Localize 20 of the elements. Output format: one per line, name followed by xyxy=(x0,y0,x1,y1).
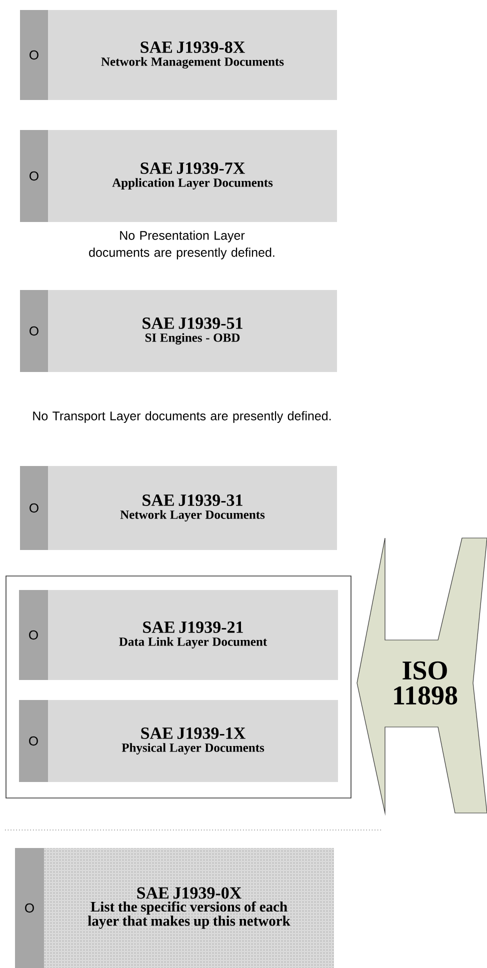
node-label: O xyxy=(30,50,38,60)
layer-box: O SAE J1939-1X Physical Layer Documents xyxy=(19,700,338,782)
node-label: O xyxy=(30,503,38,513)
note-text: No Transport Layer documents are presently defined. xyxy=(33,411,331,423)
layer-box xyxy=(44,848,334,968)
layer-box: O SAE J1939-8X Network Management Documents xyxy=(20,10,337,100)
node-label: O xyxy=(29,736,38,746)
layer-box: O SAE J1939-21 Data Link Layer Document xyxy=(19,590,338,680)
node-label: O xyxy=(29,630,38,640)
layer-box: O SAE J1939-7X Application Layer Documents xyxy=(20,130,337,222)
node-label: O xyxy=(30,171,38,181)
layer-box: O SAE J1939-31 Network Layer Documents xyxy=(20,466,337,550)
group-frame xyxy=(6,576,352,798)
node-label: O xyxy=(30,326,38,336)
layer-box: O SAE J1939-0X List the specific versions of each layer that makes up this network xyxy=(15,848,290,968)
node-label: SAE J1939-0X xyxy=(137,887,242,899)
note-text: No Presentation Layer documents are presently defined. xyxy=(89,230,274,260)
layer-box: O SAE J1939-51 SI Engines - OBD xyxy=(20,290,337,372)
node-label: List the specific versions of each layer that makes up this network xyxy=(88,901,290,929)
node-label: O xyxy=(25,903,34,913)
